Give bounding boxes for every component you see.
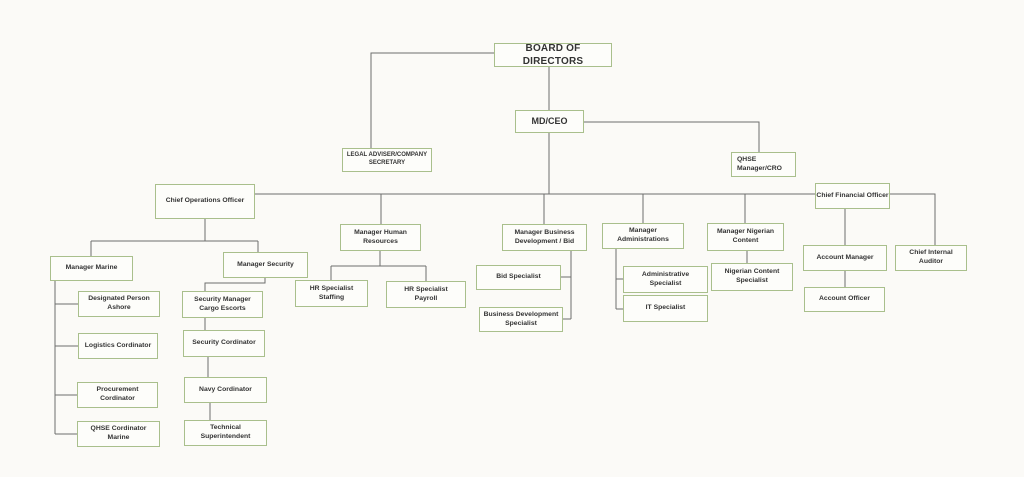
logistics-cordinator-box: Logistics Cordinator [78, 333, 158, 359]
security-cordinator-box: Security Cordinator [183, 330, 265, 357]
connector-manager-drops [380, 194, 746, 224]
chief-financial-officer-box: Chief Financial Officer [815, 183, 890, 209]
legal-adviser-company-secretary-box: LEGAL ADVISER/COMPANY SECRETARY [342, 148, 432, 172]
qhse-cordinator-marine-box: QHSE Cordinator Marine [77, 421, 160, 447]
manager-security-box: Manager Security [223, 252, 308, 278]
connector-board-legal-ceo-qhse [370, 52, 760, 194]
business-development-specialist-box: Business Development Specialist [479, 307, 563, 332]
qhse-manager-cro-box: QHSE Manager/CRO [731, 152, 796, 177]
manager-administrations-box: Manager Administrations [602, 223, 684, 249]
connector-marine-spine [54, 281, 78, 435]
security-manager-cargo-escorts-box: Security Manager Cargo Escorts [182, 291, 263, 318]
board-of-directors-box: BOARD OF DIRECTORS [494, 43, 612, 67]
connector-security-chain [204, 278, 266, 420]
manager-business-development-bid-box: Manager Business Development / Bid [502, 224, 587, 251]
bid-specialist-box: Bid Specialist [476, 265, 561, 290]
hr-specialist-payroll-box: HR Specialist Payroll [386, 281, 466, 308]
md-ceo-box: MD/CEO [515, 110, 584, 133]
it-specialist-box: IT Specialist [623, 295, 708, 322]
navy-cordinator-box: Navy Cordinator [184, 377, 267, 403]
connector-bd-subtree [561, 251, 572, 320]
connector-hr-subtree [330, 251, 427, 281]
nigerian-content-specialist-box: Nigerian Content Specialist [711, 263, 793, 291]
account-officer-box: Account Officer [804, 287, 885, 312]
manager-human-resources-box: Manager Human Resources [340, 224, 421, 251]
designated-person-ashore-box: Designated Person Ashore [78, 291, 160, 317]
manager-nigerian-content-box: Manager Nigerian Content [707, 223, 784, 251]
connector-admin-subtree [615, 249, 623, 310]
account-manager-box: Account Manager [803, 245, 887, 271]
connector-main-management-line [255, 193, 936, 245]
procurement-cordinator-box: Procurement Cordinator [77, 382, 158, 408]
chief-internal-auditor-box: Chief Internal Auditor [895, 245, 967, 271]
technical-superintendent-box: Technical Superintendent [184, 420, 267, 446]
manager-marine-box: Manager Marine [50, 256, 133, 281]
hr-specialist-staffing-box: HR Specialist Staffing [295, 280, 368, 307]
chief-operations-officer-box: Chief Operations Officer [155, 184, 255, 219]
connector-coo-subtree [90, 219, 259, 256]
administrative-specialist-box: Administrative Specialist [623, 266, 708, 293]
